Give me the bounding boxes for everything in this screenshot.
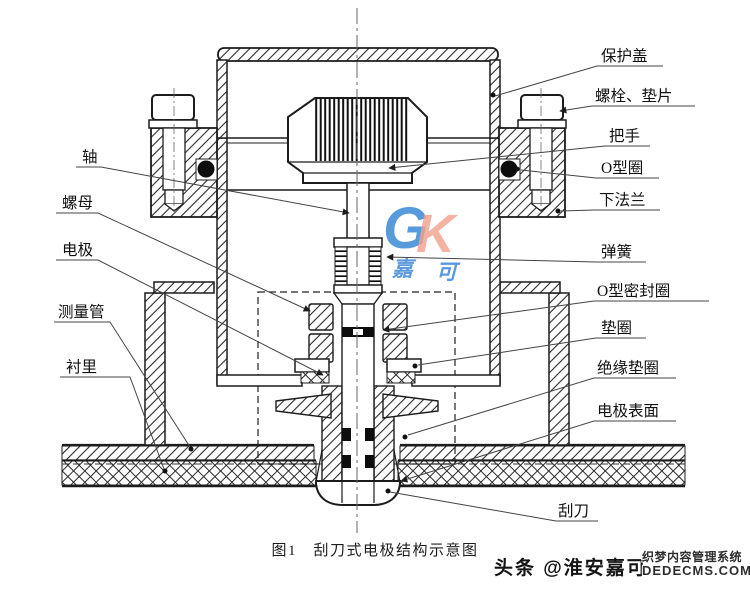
label-electrode-surface: 电极表面 bbox=[597, 402, 659, 420]
label-lower-flange: 下法兰 bbox=[599, 191, 646, 209]
leader-o-ring bbox=[520, 169, 659, 179]
leader-insulating-washer bbox=[407, 377, 676, 436]
electrode-stem bbox=[341, 303, 375, 506]
label-o-seal-ring: O型密封圈 bbox=[597, 282, 670, 300]
figure-caption: 图1 刮刀式电极结构示意图 bbox=[271, 543, 479, 559]
leader-scraper bbox=[389, 491, 598, 522]
logo-name-char2: 可 bbox=[436, 260, 461, 284]
lining-band bbox=[397, 460, 686, 486]
logo-name-char1: 嘉 bbox=[391, 257, 417, 281]
bolt-right bbox=[517, 88, 567, 214]
label-insulating-washer: 绝缘垫圈 bbox=[597, 359, 659, 377]
label-handle: 把手 bbox=[609, 127, 640, 145]
gk-logo-watermark: G K 嘉 可 bbox=[383, 196, 461, 284]
leader-handle bbox=[388, 145, 650, 171]
shaft bbox=[346, 182, 370, 240]
leader-shaft bbox=[76, 166, 350, 216]
leader-lining bbox=[60, 376, 165, 470]
handle bbox=[287, 97, 428, 184]
logo-k-letter: K bbox=[416, 204, 459, 264]
label-nut: 螺母 bbox=[62, 194, 93, 212]
electrode-assembly bbox=[321, 303, 395, 506]
label-scraper: 刮刀 bbox=[558, 502, 589, 520]
toutiao-watermark: 头条 @淮安嘉可 bbox=[494, 558, 648, 579]
leader-lower-flange bbox=[560, 209, 660, 212]
scraper-tip bbox=[315, 449, 401, 506]
label-o-ring: O型圈 bbox=[601, 159, 643, 177]
leader-dots bbox=[162, 92, 561, 494]
leader-electrode bbox=[56, 259, 324, 376]
label-spring: 弹簧 bbox=[601, 243, 632, 261]
label-bolt-washer: 螺栓、垫片 bbox=[595, 87, 673, 105]
dedecms-watermark-line2: DEDECMS.COM bbox=[642, 563, 750, 579]
o-ring-right bbox=[498, 158, 521, 181]
part-labels: 轴 螺母 电极 测量管 衬里 保护盖 螺栓、垫片 把手 O型圈 下法兰 弹簧 O… bbox=[58, 47, 673, 520]
spring bbox=[332, 237, 384, 305]
tube-neck bbox=[144, 281, 570, 446]
label-electrode: 电极 bbox=[62, 241, 93, 259]
logo-g-letter: G bbox=[383, 196, 428, 261]
leader-o-seal-ring bbox=[382, 300, 709, 333]
label-measuring-tube: 测量管 bbox=[58, 303, 105, 321]
label-washer-ring: 垫圈 bbox=[601, 319, 632, 337]
leader-lines bbox=[54, 65, 709, 522]
leader-nut bbox=[56, 212, 311, 312]
leader-washer-ring bbox=[417, 337, 646, 366]
insulating-washers bbox=[275, 393, 439, 419]
leader-spring bbox=[386, 253, 646, 263]
label-shaft: 轴 bbox=[82, 148, 98, 166]
dedecms-watermark: 织梦内容管理系统 DEDECMS.COM bbox=[642, 550, 750, 579]
leader-protective-cover bbox=[494, 65, 663, 97]
leader-electrode-surface bbox=[400, 420, 676, 483]
o-ring-left bbox=[195, 158, 218, 181]
label-protective-cover: 保护盖 bbox=[601, 47, 648, 65]
label-lining: 衬里 bbox=[66, 358, 97, 376]
nut-stack bbox=[308, 303, 408, 363]
lining-band bbox=[61, 460, 317, 486]
bolt-left bbox=[148, 88, 198, 214]
leader-bolt-washer bbox=[559, 105, 695, 114]
protective-cover bbox=[216, 47, 501, 139]
dedecms-watermark-line1: 织梦内容管理系统 bbox=[642, 550, 743, 564]
measuring-tube-section bbox=[61, 443, 686, 488]
washer-plates bbox=[294, 358, 422, 384]
leader-measuring-tube bbox=[54, 321, 191, 448]
